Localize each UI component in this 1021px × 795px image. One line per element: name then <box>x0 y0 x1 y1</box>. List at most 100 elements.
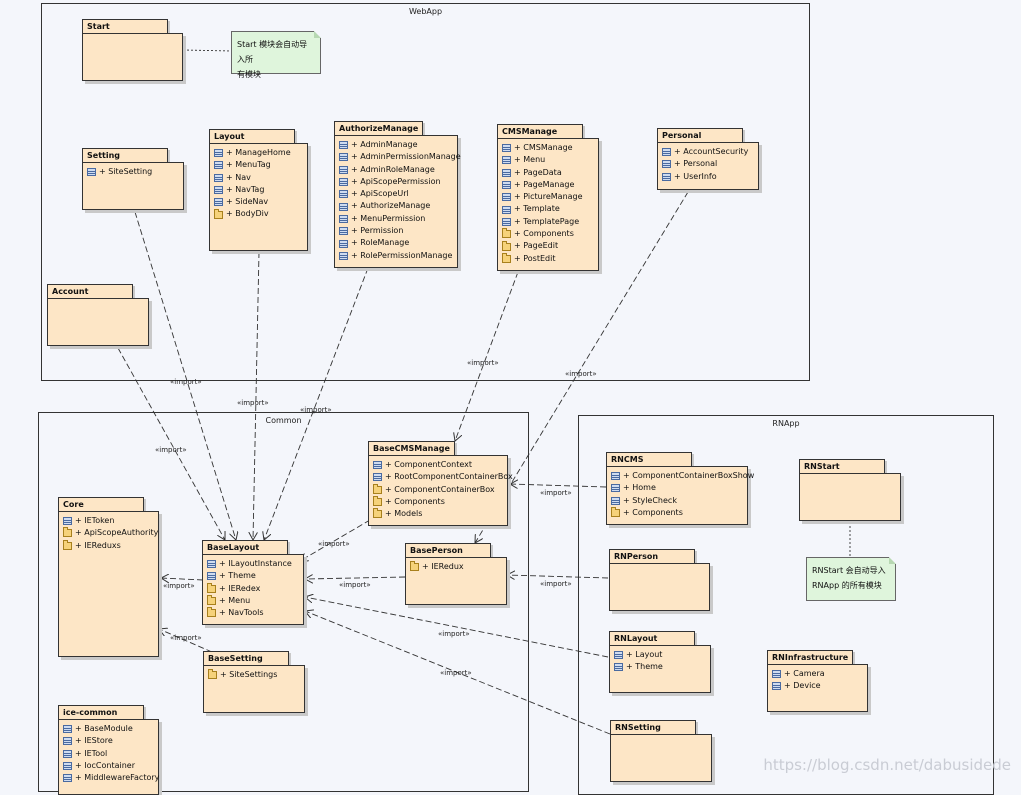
package-item[interactable]: + ComponentContainerBox <box>373 483 503 496</box>
package-item-label: + Menu <box>514 155 546 165</box>
package-item[interactable]: + Nav <box>214 172 303 184</box>
package-authorize-manage[interactable]: AuthorizeManage+ AdminManage+ AdminPermi… <box>334 121 461 268</box>
class-icon <box>339 165 348 174</box>
package-item[interactable]: + IETool <box>63 748 154 760</box>
package-item[interactable]: + IEReduxs <box>63 539 154 552</box>
package-item[interactable]: + RolePermissionManage <box>339 250 453 262</box>
package-item[interactable]: + Home <box>611 482 743 494</box>
package-item-label: + AdminPermissionManage <box>351 152 461 162</box>
package-item[interactable]: + Components <box>502 228 594 240</box>
package-item[interactable]: + IEStore <box>63 735 154 747</box>
package-item[interactable]: + ApiScopeAuthority <box>63 527 158 539</box>
class-icon <box>63 517 72 526</box>
package-item[interactable]: + AccountSecurity <box>662 146 754 158</box>
package-item[interactable]: + ApiScopePermission <box>339 176 453 188</box>
package-item[interactable]: + ComponentContext <box>373 459 503 471</box>
package-item[interactable]: + Models <box>373 508 503 520</box>
package-item[interactable]: + MenuPermission <box>339 213 453 225</box>
package-cms-manage[interactable]: CMSManage+ CMSManage+ Menu+ PageData+ Pa… <box>497 124 599 271</box>
package-item[interactable]: + Template <box>502 203 594 215</box>
class-icon <box>611 496 620 505</box>
package-item[interactable]: + AuthorizeManage <box>339 200 453 212</box>
package-rn-cms[interactable]: RNCMS+ ComponentContainerBoxShow+ Home+ … <box>606 452 754 525</box>
package-base-person[interactable]: BasePerson+ IERedux <box>405 543 507 605</box>
package-item[interactable]: + AdminPermissionManage <box>339 151 461 163</box>
package-account[interactable]: Account <box>47 284 149 346</box>
package-core[interactable]: Core+ IEToken+ ApiScopeAuthority+ IERedu… <box>58 497 159 657</box>
package-item[interactable]: + CMSManage <box>502 142 594 154</box>
package-item[interactable]: + Menu <box>502 154 594 166</box>
package-item[interactable]: + TemplatePage <box>502 216 594 228</box>
package-item[interactable]: + Device <box>772 680 863 692</box>
package-start[interactable]: Start <box>82 19 183 81</box>
package-item[interactable]: + Components <box>611 507 743 519</box>
package-item[interactable]: + AdminRoleManage <box>339 164 453 176</box>
package-icon <box>410 561 419 572</box>
package-item[interactable]: + SiteSetting <box>87 166 179 178</box>
package-icon <box>63 527 72 538</box>
package-item[interactable]: + MiddlewareFactory <box>63 772 159 784</box>
package-name: CMSManage <box>497 124 583 139</box>
package-item[interactable]: + Permission <box>339 225 453 237</box>
import-label: «import» <box>170 378 202 386</box>
package-rn-infrastructure[interactable]: RNInfrastructure+ Camera+ Device <box>767 650 868 712</box>
package-item[interactable]: + Components <box>373 496 503 508</box>
package-body: + BaseModule+ IEStore+ IETool + IocContai… <box>58 719 159 795</box>
package-layout[interactable]: Layout+ ManageHome+ MenuTag+ Nav+ NavTag… <box>209 129 308 251</box>
class-icon <box>214 186 223 195</box>
package-base-cms-manage[interactable]: BaseCMSManage+ ComponentContext+ RootCom… <box>368 441 513 526</box>
package-item[interactable]: + BaseModule <box>63 723 154 735</box>
package-item[interactable]: + UserInfo <box>662 171 754 183</box>
package-item[interactable]: + RootComponentContainerBox <box>373 471 513 483</box>
package-item[interactable]: + MenuTag <box>214 159 303 171</box>
package-item[interactable]: + NavTag <box>214 184 303 196</box>
package-item[interactable]: + ComponentContainerBoxShow <box>611 470 754 482</box>
package-item[interactable]: + SideNav <box>214 196 303 208</box>
package-item[interactable]: + Personal <box>662 158 754 170</box>
package-icon <box>502 240 511 251</box>
package-icon <box>373 483 382 494</box>
package-item[interactable]: + PageManage <box>502 179 594 191</box>
package-item[interactable]: + ManageHome <box>214 147 303 159</box>
package-item[interactable]: + PageData <box>502 167 594 179</box>
package-item[interactable]: + PictureManage <box>502 191 594 203</box>
class-icon <box>502 205 511 214</box>
dep-setting-baselayout <box>134 211 236 540</box>
package-item[interactable]: + NavTools <box>207 607 299 619</box>
package-item[interactable]: + BodyDiv <box>214 208 303 220</box>
package-item-label: + ILayoutInstance <box>219 559 292 568</box>
package-item[interactable]: + SiteSettings <box>208 669 300 681</box>
package-item[interactable]: + ApiScopeUrl <box>339 188 453 200</box>
package-personal[interactable]: Personal+ AccountSecurity+ Personal+ Use… <box>657 128 759 190</box>
package-rn-setting[interactable]: RNSetting <box>610 720 712 782</box>
class-icon <box>772 670 781 679</box>
package-rn-person[interactable]: RNPerson <box>609 549 710 611</box>
class-icon <box>502 168 511 177</box>
package-setting[interactable]: Setting+ SiteSetting <box>82 148 184 210</box>
package-item[interactable]: + Menu <box>207 595 299 607</box>
package-item[interactable]: + Theme <box>207 570 299 582</box>
package-item[interactable]: + IERedex <box>207 582 299 595</box>
package-item[interactable]: + PageEdit <box>502 240 594 252</box>
package-item[interactable]: + ILayoutInstance <box>207 558 299 570</box>
class-icon <box>502 156 511 165</box>
package-item[interactable]: + AdminManage <box>339 139 453 151</box>
package-rn-layout[interactable]: RNLayout+ Layout+ Theme <box>609 631 711 693</box>
package-item[interactable]: + Camera <box>772 668 863 680</box>
package-item-label: + ApiScopePermission <box>351 176 441 186</box>
package-base-setting[interactable]: BaseSetting+ SiteSettings <box>203 651 305 713</box>
package-item[interactable]: + IEToken <box>63 515 154 527</box>
package-base-layout[interactable]: BaseLayout+ ILayoutInstance+ Theme+ IERe… <box>202 540 304 625</box>
package-item[interactable]: + IocContainer <box>63 760 154 772</box>
package-item[interactable]: + IERedux <box>410 561 502 573</box>
package-item[interactable]: + Theme <box>614 661 706 673</box>
package-item-label: + IETool <box>75 748 108 758</box>
package-item-label: + AuthorizeManage <box>351 201 431 211</box>
package-item-label: + NavTag <box>226 184 265 194</box>
package-item[interactable]: + StyleCheck <box>611 495 743 507</box>
package-rn-start[interactable]: RNStart <box>799 459 901 521</box>
package-item[interactable]: + RoleManage <box>339 237 453 249</box>
package-item[interactable]: + Layout <box>614 649 706 661</box>
package-item[interactable]: + PostEdit <box>502 252 594 265</box>
class-icon <box>339 239 348 248</box>
